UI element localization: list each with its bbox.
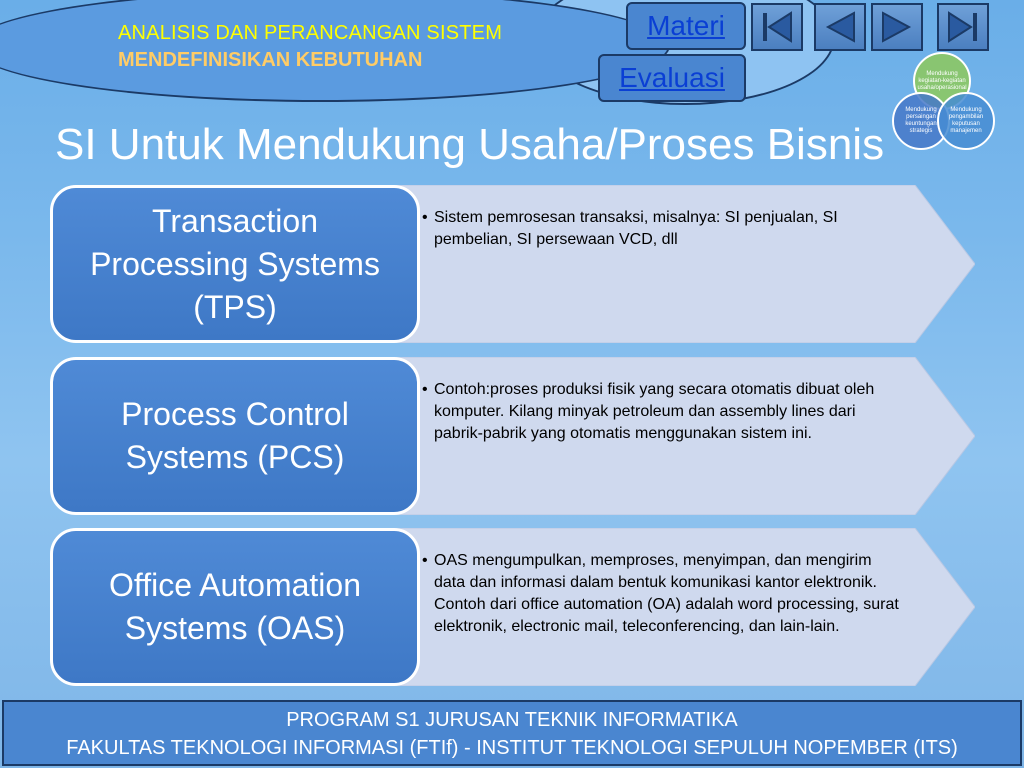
materi-button[interactable]: Materi bbox=[626, 2, 746, 50]
first-slide-button[interactable] bbox=[751, 3, 803, 51]
first-slide-icon bbox=[763, 11, 792, 43]
evaluasi-button[interactable]: Evaluasi bbox=[598, 54, 746, 102]
system-row-oas: Office Automation Systems (OAS) • OAS me… bbox=[50, 528, 980, 686]
slide-title: SI Untuk Mendukung Usaha/Proses Bisnis bbox=[55, 120, 885, 169]
header: ANALISIS DAN PERANCANGAN SISTEM MENDEFIN… bbox=[118, 22, 502, 72]
course-title: ANALISIS DAN PERANCANGAN SISTEM bbox=[118, 22, 503, 44]
footer: PROGRAM S1 JURUSAN TEKNIK INFORMATIKA FA… bbox=[2, 700, 1022, 766]
chevron-arrow bbox=[360, 357, 975, 515]
previous-slide-icon bbox=[825, 11, 855, 43]
bullet: • bbox=[422, 552, 428, 569]
oas-description: • OAS mengumpulkan, memproses, menyimpan… bbox=[422, 550, 902, 638]
next-slide-icon bbox=[882, 11, 912, 43]
oas-label: Office Automation Systems (OAS) bbox=[50, 528, 420, 686]
pcs-description: • Contoh:proses produksi fisik yang seca… bbox=[422, 379, 902, 445]
footer-faculty: FAKULTAS TEKNOLOGI INFORMASI (FTIf) - IN… bbox=[66, 737, 958, 759]
venn-circle-keputusan: Mendukung pengambilan keputusan manajeme… bbox=[937, 92, 995, 150]
bullet: • bbox=[422, 209, 428, 226]
bullet: • bbox=[422, 381, 428, 398]
oas-description-text: OAS mengumpulkan, memproses, menyimpan, … bbox=[434, 552, 899, 635]
header-oval bbox=[0, 0, 670, 102]
system-row-tps: Transaction Processing Systems (TPS) • S… bbox=[50, 185, 980, 343]
tps-description: • Sistem pemrosesan transaksi, misalnya:… bbox=[422, 207, 902, 251]
last-slide-icon bbox=[948, 11, 977, 43]
section-title: MENDEFINISIKAN KEBUTUHAN bbox=[118, 49, 423, 71]
chevron-arrow bbox=[360, 528, 975, 686]
previous-slide-button[interactable] bbox=[814, 3, 866, 51]
footer-program: PROGRAM S1 JURUSAN TEKNIK INFORMATIKA bbox=[286, 709, 738, 731]
pcs-label: Process Control Systems (PCS) bbox=[50, 357, 420, 515]
tps-description-text: Sistem pemrosesan transaksi, misalnya: S… bbox=[434, 209, 838, 248]
next-slide-button[interactable] bbox=[871, 3, 923, 51]
pcs-description-text: Contoh:proses produksi fisik yang secara… bbox=[434, 381, 875, 442]
last-slide-button[interactable] bbox=[937, 3, 989, 51]
tps-label: Transaction Processing Systems (TPS) bbox=[50, 185, 420, 343]
chevron-arrow bbox=[360, 185, 975, 343]
system-row-pcs: Process Control Systems (PCS) • Contoh:p… bbox=[50, 357, 980, 515]
